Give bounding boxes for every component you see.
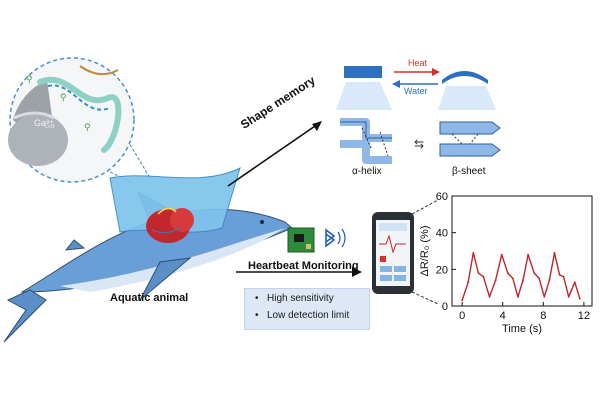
x-tick-label: 12 <box>578 310 590 322</box>
y-axis-label: ΔR/R₀ (%) <box>419 225 431 276</box>
signal-data-point <box>461 299 464 302</box>
signal-data-point <box>467 281 470 284</box>
signal-data-point <box>562 275 565 278</box>
feature-text: High sensitivity <box>267 293 334 304</box>
feature-item: •Low detection limit <box>255 310 350 321</box>
phone-zoom-line-top <box>411 199 439 215</box>
ion-label: Ga³⁺ <box>34 118 54 128</box>
flat-strip <box>344 66 382 78</box>
signal-data-point <box>494 279 497 282</box>
signal-data-point <box>533 272 536 274</box>
plot-frame <box>451 195 593 307</box>
sensor-film <box>109 167 241 233</box>
alpha-helix-label: α-helix <box>352 166 382 177</box>
signal-data-point <box>558 273 561 276</box>
svg-text:⚲: ⚲ <box>60 92 67 102</box>
x-tick-label: 0 <box>459 310 465 322</box>
beta-sheet-label: β-sheet <box>452 166 486 177</box>
signal-data-point <box>567 295 570 298</box>
feature-box: •High sensitivity •Low detection limit <box>244 288 370 330</box>
signal-data-point <box>482 275 485 278</box>
signal-data-point <box>500 253 503 256</box>
water-label: Water <box>404 86 428 96</box>
signal-data-point <box>517 295 519 298</box>
shape-memory-arrow <box>227 123 319 187</box>
shape-memory-panel: ⇆ <box>336 66 501 164</box>
signal-data-point <box>578 297 581 300</box>
phone-device <box>372 212 414 294</box>
svg-text:⚲: ⚲ <box>84 122 91 132</box>
signal-data-point <box>511 277 514 280</box>
y-tick-label: 0 <box>442 301 448 313</box>
aquatic-animal-label: Aquatic animal <box>110 292 189 304</box>
signal-data-point <box>506 272 509 274</box>
shark-tail-fin <box>3 289 47 343</box>
signal-data-point <box>522 279 524 282</box>
phone-zoom-line-bottom <box>411 291 439 305</box>
x-axis-label: Time (s) <box>502 323 542 335</box>
bluetooth-icon <box>325 228 346 248</box>
x-tick-label: 8 <box>540 310 546 322</box>
signal-data-point <box>573 281 576 284</box>
zoom-line-right <box>124 135 151 179</box>
signal-data-point <box>543 295 546 298</box>
svg-text:Ga: Ga <box>44 121 55 130</box>
signal-data-point <box>477 272 480 274</box>
y-tick-label: 60 <box>436 191 448 203</box>
y-tick-label: 40 <box>436 228 448 240</box>
heat-label: Heat <box>408 58 428 68</box>
helix-strand <box>37 76 122 153</box>
y-tick-label: 20 <box>436 264 448 276</box>
molecular-zoom-circle: Ga ⚲ ⚲ ⚲ <box>8 57 135 183</box>
signal-data-point <box>538 277 541 280</box>
signal-data-point <box>527 253 529 256</box>
signal-data-point <box>548 279 551 282</box>
feature-text: Low detection limit <box>267 310 350 321</box>
shark-belly <box>60 228 285 292</box>
shark-eye <box>260 220 264 224</box>
x-tick-label: 4 <box>500 310 506 322</box>
svg-text:⚲: ⚲ <box>26 74 33 84</box>
signal-data-point <box>553 251 556 254</box>
curved-strip <box>442 71 488 84</box>
signal-data-point <box>472 251 475 254</box>
svg-text:⇆: ⇆ <box>414 137 424 151</box>
beta-sheet-structure <box>439 121 501 157</box>
shark-pectoral-fin <box>139 257 192 301</box>
feature-item: •High sensitivity <box>255 293 334 304</box>
circuit-board <box>287 227 315 253</box>
heartbeat-monitoring-label: Heartbeat Monitoring <box>248 260 359 272</box>
heart-illustration <box>146 207 194 243</box>
signal-data-point <box>488 295 491 298</box>
